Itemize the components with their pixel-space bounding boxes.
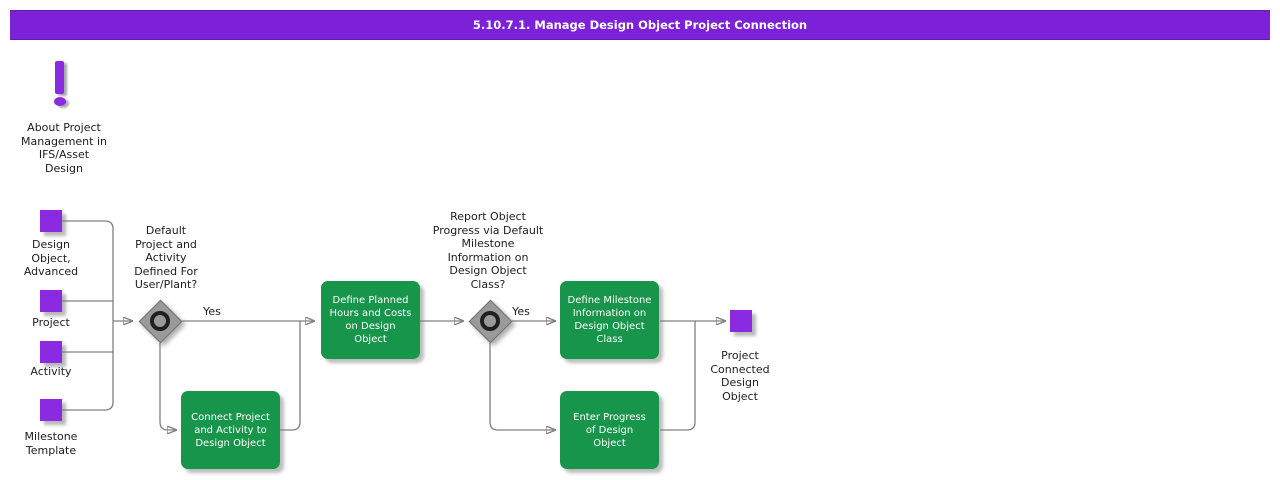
decision-1-question: Default Project and Activity Defined For… (134, 224, 198, 291)
input-label-project: Project (32, 316, 70, 329)
diagram-title-bar: 5.10.7.1. Manage Design Object Project C… (10, 10, 1270, 40)
process-define-milestone-information[interactable]: Define Milestone Information on Design O… (560, 281, 659, 359)
input-node-project[interactable] (40, 290, 62, 312)
flow-box4-up-join (660, 321, 696, 431)
info-note-label: About Project Management in IFS/Asset De… (21, 121, 107, 175)
input-label-milestone-template: Milestone Template (24, 430, 78, 457)
decision-1-yes-label: Yes (203, 305, 221, 318)
process-define-planned-hours-costs[interactable]: Define Planned Hours and Costs on Design… (321, 281, 420, 359)
input-bracket-line (62, 220, 114, 411)
decision-2-yes-label: Yes (512, 305, 530, 318)
process-enter-progress[interactable]: Enter Progress of Design Object (560, 391, 659, 469)
gateway-ring-icon (480, 311, 500, 331)
flow-decision1-no-down (159, 343, 176, 430)
flow-connect-box-up-join (280, 321, 301, 431)
input-node-milestone-template[interactable] (40, 399, 62, 421)
input-label-activity: Activity (30, 365, 72, 378)
input-node-activity[interactable] (40, 341, 62, 363)
output-node-project-connected-design-object[interactable] (730, 310, 752, 332)
flow-decision2-no-down (489, 343, 555, 430)
gateway-ring-icon (150, 311, 170, 331)
input-node-design-object-advanced[interactable] (40, 210, 62, 232)
decision-node-1 (138, 299, 183, 344)
process-connect-project-activity[interactable]: Connect Project and Activity to Design O… (181, 391, 280, 469)
output-label-project-connected: Project Connected Design Object (710, 349, 770, 403)
decision-node-2 (468, 299, 513, 344)
decision-2-question: Report Object Progress via Default Miles… (432, 210, 544, 291)
diagram-title: 5.10.7.1. Manage Design Object Project C… (472, 18, 808, 32)
exclamation-icon-dot (54, 97, 66, 106)
exclamation-icon-bar (55, 61, 64, 94)
input-label-design-object-advanced: Design Object, Advanced (23, 238, 79, 278)
